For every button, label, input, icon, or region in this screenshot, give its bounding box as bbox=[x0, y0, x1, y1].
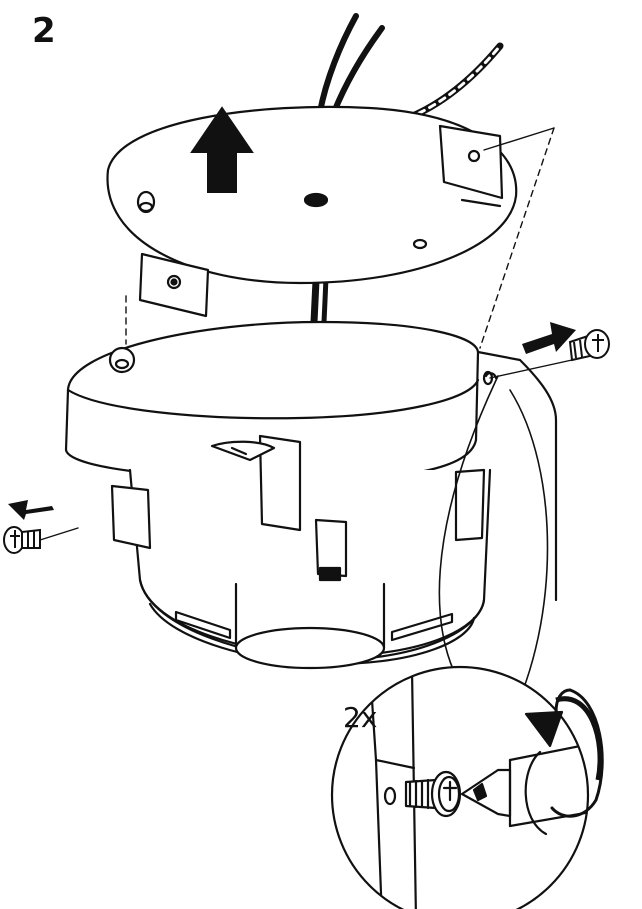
zoom-detail-circle bbox=[330, 665, 604, 909]
step-number: 2 bbox=[32, 11, 56, 51]
quantity-label: 2x bbox=[343, 701, 378, 734]
screw-icon bbox=[3, 526, 41, 554]
rotate-clockwise-icon bbox=[555, 696, 603, 781]
ceiling-mounting-plate bbox=[106, 105, 518, 318]
arrow-right-icon bbox=[522, 322, 576, 354]
screw-icon bbox=[568, 329, 610, 362]
leader-lines bbox=[39, 127, 573, 541]
arrow-up-icon bbox=[190, 106, 254, 193]
alignment-guides bbox=[125, 127, 555, 349]
lamp-housing bbox=[64, 320, 558, 670]
arrow-left-icon bbox=[8, 500, 54, 520]
